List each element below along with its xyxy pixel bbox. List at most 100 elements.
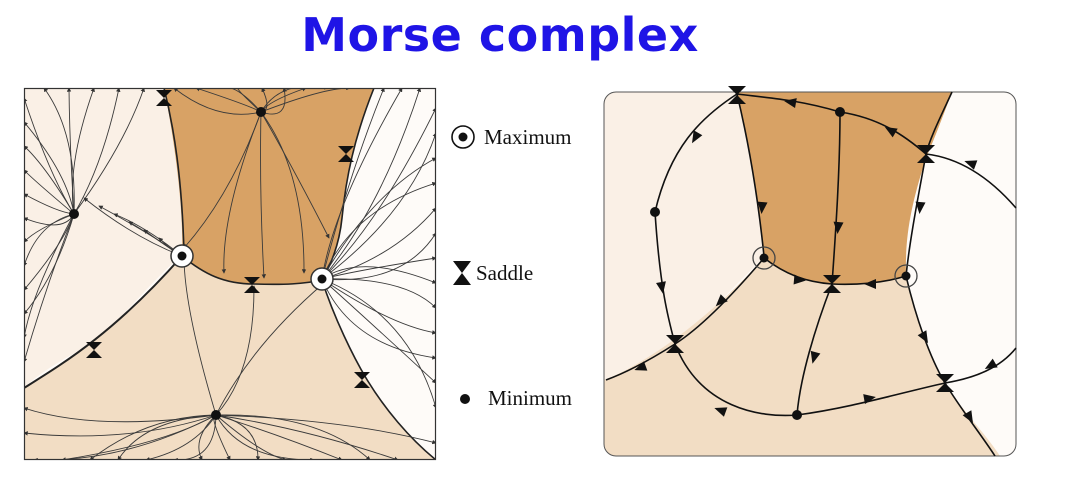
left-upper-light-region — [24, 88, 184, 388]
right-lower-region — [604, 258, 1000, 456]
flow-line — [235, 88, 262, 113]
left-saddle-center — [244, 277, 260, 293]
flow-line — [198, 414, 217, 460]
flow-line — [221, 111, 262, 274]
arrowhead — [634, 361, 648, 371]
right-max-top — [835, 107, 845, 117]
flow-line — [24, 121, 75, 215]
arrowhead — [784, 98, 797, 108]
flow-line — [321, 232, 436, 281]
right-saddle-left — [666, 335, 684, 353]
right-max-left — [752, 246, 776, 270]
page-title: Morse complex — [301, 8, 699, 62]
flow-line — [61, 414, 217, 460]
left-min-upper-left — [69, 209, 79, 219]
legend: Maximum Saddle Minimum — [450, 110, 610, 430]
flow-line — [24, 145, 75, 215]
arrowhead — [964, 160, 978, 170]
flow-line — [24, 169, 75, 215]
left-dark-region — [164, 88, 374, 285]
flow-line — [215, 414, 371, 460]
left-lower-region — [24, 256, 436, 460]
legend-maximum-label: Maximum — [484, 124, 572, 149]
arc-max-left-to-saddle-left — [674, 257, 765, 345]
left-max-top — [256, 107, 266, 117]
flow-line — [43, 88, 75, 215]
left-saddle-left — [86, 342, 102, 358]
arrowhead — [793, 274, 806, 285]
flow-line — [24, 414, 217, 437]
legend-saddle: Saddle — [452, 260, 533, 286]
flow-line — [215, 285, 257, 416]
minimum-icon — [460, 393, 470, 404]
arc-saddle-top-to-max-left — [736, 93, 765, 257]
legend-minimum-label: Minimum — [488, 386, 573, 410]
flow-line — [24, 213, 75, 339]
legend-maximum: Maximum — [450, 124, 572, 150]
right-upper-light-region — [604, 92, 764, 380]
flow-line — [215, 414, 261, 460]
flow-line — [321, 107, 436, 280]
arc-max-to-saddle-top — [736, 93, 841, 113]
arrowhead — [984, 358, 998, 369]
flow-line — [321, 278, 436, 335]
flow-line — [215, 414, 399, 460]
arrowhead — [656, 281, 666, 294]
left-saddle-top — [156, 90, 172, 106]
arrowhead — [917, 330, 928, 344]
flow-line — [321, 157, 436, 280]
left-saddle-right-bottom — [354, 372, 370, 388]
flow-line — [321, 88, 385, 280]
arc-saddle-center-to-min-bottom — [796, 283, 833, 416]
flow-line — [181, 259, 217, 416]
arc-saddle-left-to-edge — [605, 343, 676, 381]
flow-line — [260, 88, 329, 113]
flow-line — [321, 207, 436, 280]
flow-line — [24, 213, 75, 243]
flow-line — [321, 278, 436, 409]
arrowhead — [915, 201, 926, 214]
arc-edge-to-saddle-right — [925, 153, 1017, 209]
flow-line — [66, 88, 75, 215]
arrowhead — [833, 221, 844, 234]
flow-line — [260, 111, 330, 239]
arc-saddle-top-to-min — [654, 93, 738, 213]
flow-line — [173, 88, 262, 115]
arc-max-to-saddle-center — [831, 111, 841, 285]
flow-line — [24, 213, 75, 315]
maximum-icon — [451, 125, 475, 149]
flow-line — [215, 282, 325, 416]
flow-line — [321, 181, 436, 280]
arrowhead — [715, 294, 728, 307]
arrowhead — [962, 410, 973, 424]
arrowhead — [864, 279, 876, 289]
arc-min-bottom-to-saddle-br — [796, 382, 946, 416]
arrowhead — [692, 130, 703, 144]
morse-complex-arcs — [605, 91, 1017, 457]
saddle-icon — [453, 261, 471, 285]
flow-line — [117, 414, 217, 460]
right-dark-region — [737, 92, 952, 285]
arrowhead — [810, 350, 821, 364]
flow-line — [89, 414, 217, 460]
right-max-right — [894, 264, 918, 288]
flow-line — [321, 278, 436, 360]
flow-line — [215, 414, 436, 445]
left-saddle-right-top — [338, 146, 354, 162]
legend-minimum: Minimum — [458, 386, 572, 411]
arc-min-bottom-to-saddle-left — [674, 343, 798, 417]
morse-complex-nodes — [650, 86, 954, 420]
right-min-bottom — [792, 410, 802, 420]
flow-line — [321, 88, 403, 280]
right-min-left — [650, 207, 660, 217]
flow-line — [71, 88, 95, 215]
flow-line — [24, 213, 75, 363]
left-max-left — [170, 244, 194, 268]
arrowhead — [757, 201, 768, 214]
right-saddle-center — [823, 275, 841, 293]
left-max-right — [310, 267, 334, 291]
flow-line — [24, 407, 217, 423]
flow-line — [73, 88, 121, 215]
arrowhead — [863, 394, 876, 404]
flow-line — [145, 414, 217, 460]
